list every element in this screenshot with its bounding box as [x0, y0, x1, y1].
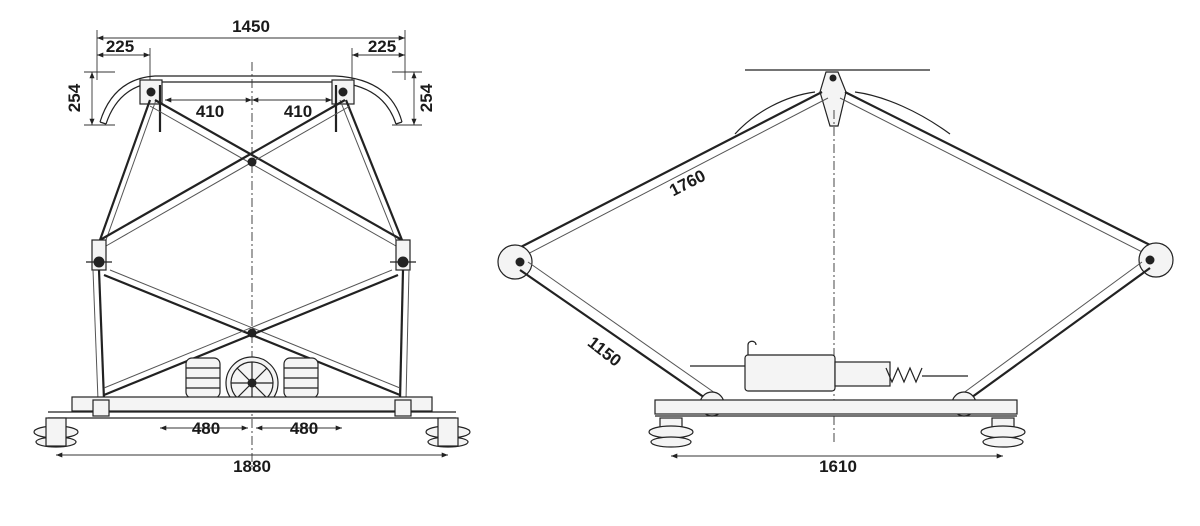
upper-arms	[514, 91, 1157, 259]
dim-base-width: 1880	[56, 452, 448, 476]
front-view: 1450 225 225 254 254	[33, 17, 471, 476]
upper-frame	[98, 99, 404, 247]
dim-text-225-left: 225	[106, 37, 134, 56]
dim-text-480-right: 480	[290, 419, 318, 438]
side-view: 1760 1150	[497, 69, 1174, 476]
elbow-joints	[497, 242, 1174, 280]
lower-arms	[519, 261, 1151, 401]
dim-heights: 254 254	[65, 71, 436, 126]
dim-text-1880: 1880	[233, 457, 271, 476]
base-frame	[48, 396, 456, 419]
dim-base-offsets: 480 480	[160, 419, 342, 438]
front-insulators	[33, 417, 471, 448]
dim-text-480-left: 480	[192, 419, 220, 438]
collector-pan	[99, 75, 403, 132]
side-base	[654, 399, 1018, 417]
apex-head	[819, 71, 847, 127]
dim-text-410-left: 410	[196, 102, 224, 121]
dim-overall-top: 1450	[96, 17, 406, 80]
drive-assembly	[185, 356, 319, 410]
dim-text-1610: 1610	[819, 457, 857, 476]
knee-joints	[86, 239, 416, 271]
lower-frame	[92, 269, 410, 401]
dim-mid-offsets: 410 410	[165, 97, 332, 121]
side-insulators	[648, 417, 1026, 448]
dim-text-254-left: 254	[65, 83, 84, 112]
dim-text-410-right: 410	[284, 102, 312, 121]
dim-top-offsets: 225 225	[97, 37, 405, 90]
dim-text-254-right: 254	[417, 83, 436, 112]
dim-side-base: 1610	[671, 453, 1003, 476]
dim-text-225-right: 225	[368, 37, 396, 56]
dim-text-1450: 1450	[232, 17, 270, 36]
